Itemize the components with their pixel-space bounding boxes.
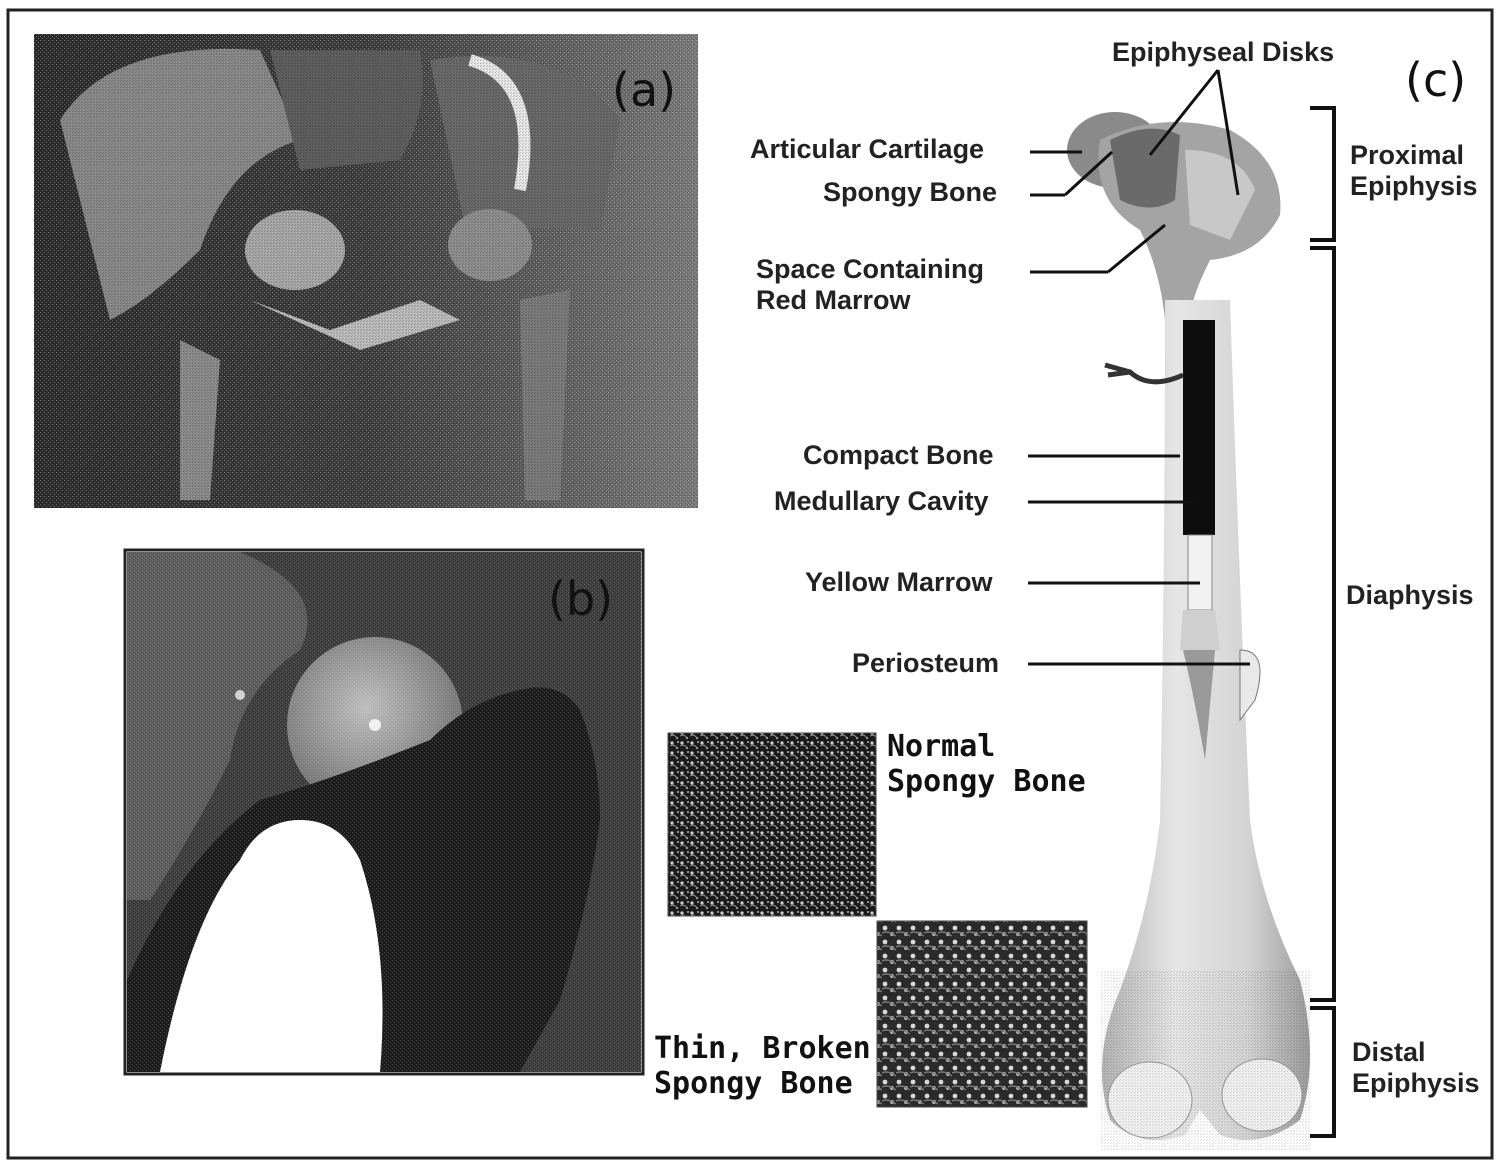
region-diaphysis: Diaphysis [1346, 580, 1474, 611]
label-space-red-marrow: Space Containing Red Marrow [756, 254, 984, 316]
label-articular-cartilage: Articular Cartilage [750, 134, 984, 165]
region-distal-epiphysis: Distal Epiphysis [1352, 1037, 1480, 1099]
panel-label-a: (a) [612, 63, 676, 117]
femur-diagram-panel-c [1067, 112, 1310, 1150]
region-brackets [1310, 108, 1334, 1136]
inset-normal-spongy-bone [668, 733, 876, 916]
label-epiphyseal-disks: Epiphyseal Disks [1112, 37, 1334, 68]
label-periosteum: Periosteum [852, 648, 999, 679]
label-compact-bone: Compact Bone [803, 440, 994, 471]
label-medullary-cavity: Medullary Cavity [774, 486, 989, 517]
panel-label-c: (c) [1405, 53, 1466, 107]
caption-thin-broken-spongy-bone: Thin, Broken Spongy Bone [654, 1032, 871, 1101]
xray-panel-a [34, 34, 698, 508]
bracket-distal [1310, 1008, 1334, 1136]
femur-head-panel-b [125, 550, 643, 1074]
caption-normal-spongy-bone: Normal Spongy Bone [887, 730, 1086, 799]
label-yellow-marrow: Yellow Marrow [805, 567, 993, 598]
bracket-proximal [1310, 108, 1334, 240]
bracket-diaphysis [1310, 248, 1334, 1000]
region-proximal-epiphysis: Proximal Epiphysis [1350, 140, 1478, 202]
label-spongy-bone: Spongy Bone [823, 177, 997, 208]
panel-label-b: (b) [548, 572, 613, 626]
inset-broken-spongy-bone [877, 921, 1087, 1107]
